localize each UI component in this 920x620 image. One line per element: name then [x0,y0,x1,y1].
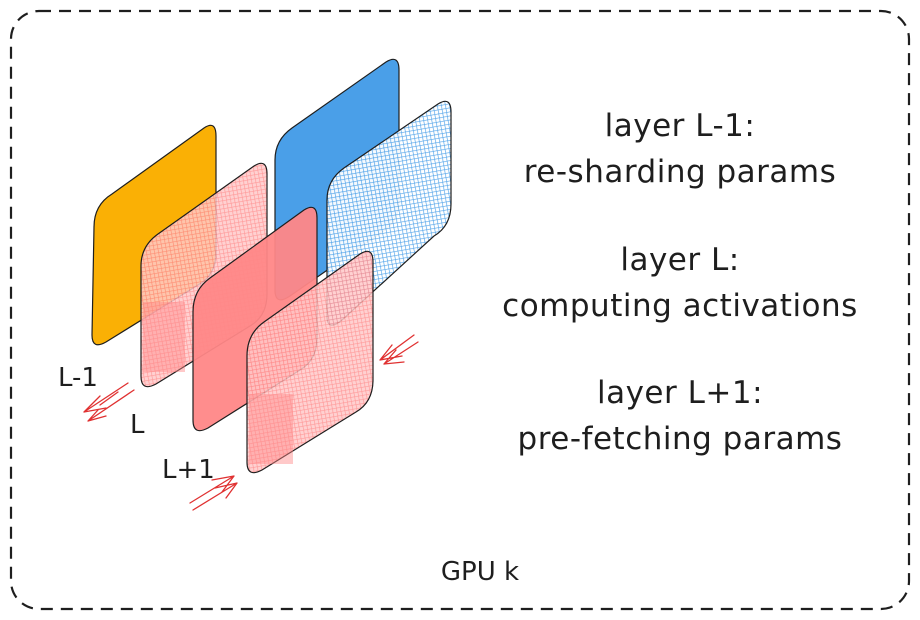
prev-layer-description: layer L-1: re-sharding params [500,103,860,195]
next-layer-label: L+1 [162,455,215,485]
prev-layer-label: L-1 [58,363,98,393]
gpu-container-border [9,9,911,611]
current-layer-desc-subtitle: computing activations [502,288,858,324]
current-layer-description: layer L: computing activations [480,237,880,329]
next-layer-gathered-block [249,394,293,464]
reshard-arrow-icon [83,382,135,422]
next-layer-desc-title: layer L+1: [596,375,764,411]
prefetch-in-arrow-icon [379,334,419,365]
prefetch-arrow-icon [189,475,238,511]
next-layer-shard-plane [246,250,374,474]
next-layer-description: layer L+1: pre-fetching params [500,370,860,462]
prev-layer-desc-subtitle: re-sharding params [523,154,837,190]
prev-layer-desc-title: layer L-1: [604,108,756,144]
next-layer-desc-subtitle: pre-fetching params [517,421,843,457]
prev-layer-gathered-block [143,302,185,372]
current-layer-label: L [130,410,145,440]
gpu-label: GPU k [440,557,520,587]
current-layer-desc-title: layer L: [620,242,740,278]
